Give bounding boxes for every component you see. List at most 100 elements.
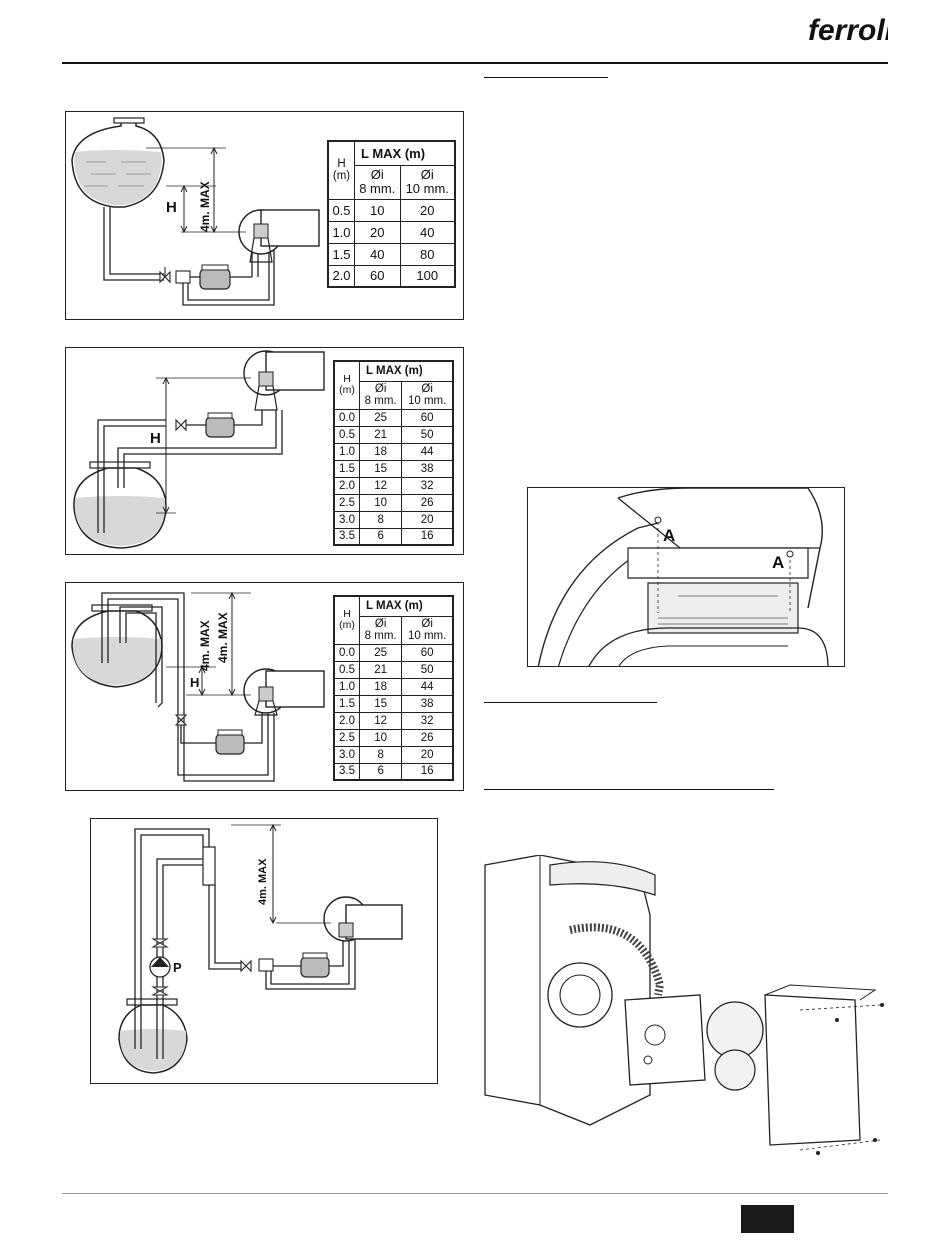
- control-panel-cover-drawing: A A: [537, 488, 829, 666]
- cell: 6: [358, 527, 403, 546]
- cell: 1.0: [327, 220, 355, 244]
- a-label-right: A: [772, 553, 784, 572]
- cell: 10: [358, 493, 403, 512]
- col-8mm-header: Øi 8 mm.: [354, 164, 401, 200]
- cell: 80: [399, 242, 456, 266]
- cell: 100: [399, 264, 456, 288]
- cell: 10: [358, 728, 403, 747]
- cell: 3.5: [333, 762, 360, 781]
- cell: 2.5: [333, 493, 360, 512]
- suction-lift-diagram: H: [73, 350, 325, 549]
- cell: 1.5: [333, 694, 360, 713]
- h-header: H (m): [333, 595, 360, 645]
- gravity-feed-diagram: 4m. MAX H: [71, 117, 320, 306]
- cell: 25: [358, 408, 403, 427]
- diagram-panel-4: P 4m. MAX: [90, 818, 438, 1084]
- cell: 20: [401, 510, 454, 529]
- cell: 2.5: [333, 728, 360, 747]
- cell: 50: [401, 425, 454, 444]
- cell: 18: [358, 442, 403, 461]
- section-heading-rule-2: [484, 702, 657, 703]
- header-rule: [62, 62, 888, 64]
- cell: 0.5: [327, 198, 355, 222]
- cell: 2.0: [327, 264, 355, 288]
- cell: 40: [399, 220, 456, 244]
- panel-cover-illustration: A A: [527, 487, 845, 667]
- lmax-header: L MAX (m): [359, 595, 454, 617]
- cell: 20: [401, 745, 454, 764]
- cell: 40: [354, 242, 401, 266]
- cell: 12: [358, 476, 403, 495]
- cell: 2.0: [333, 711, 360, 730]
- cell: 0.5: [333, 425, 360, 444]
- a-label-left: A: [663, 526, 675, 545]
- diagram-panel-1: 4m. MAX H H (m) L MAX (m) Øi 8 mm. Øi 10…: [65, 111, 464, 320]
- cell: 12: [358, 711, 403, 730]
- cell: 21: [358, 660, 403, 679]
- cell: 10: [354, 198, 401, 222]
- page-number-box: [741, 1205, 794, 1233]
- cell: 60: [354, 264, 401, 288]
- h-label-1: H: [166, 199, 177, 216]
- cell: 60: [401, 408, 454, 427]
- lmax-header: L MAX (m): [359, 360, 454, 382]
- cell: 1.0: [333, 442, 360, 461]
- max-4m-label-1: 4m. MAX: [198, 181, 212, 232]
- cell: 0.0: [333, 408, 360, 427]
- col-8mm-header: Øi 8 mm.: [358, 615, 403, 645]
- cell: 6: [358, 762, 403, 781]
- col-8mm-header: Øi 8 mm.: [358, 380, 403, 410]
- cell: 2.0: [333, 476, 360, 495]
- cell: 44: [401, 442, 454, 461]
- diagram-panel-2: H H (m) L MAX (m) Øi 8 mm. Øi 10 mm. 0.0…: [65, 347, 464, 555]
- h-label-3: H: [190, 675, 199, 690]
- cell: 60: [401, 643, 454, 662]
- burner-exploded-view: [484, 855, 884, 1155]
- max-4m-label-4: 4m. MAX: [257, 858, 269, 905]
- cell: 0.5: [333, 660, 360, 679]
- section-heading-rule-3: [484, 789, 774, 790]
- max-4m-label-3b: 4m. MAX: [198, 620, 212, 671]
- section-heading-rule-1: [484, 77, 608, 78]
- pump-feed-diagram: P 4m. MAX: [118, 823, 403, 1074]
- cell: 8: [358, 510, 403, 529]
- max-4m-label-3a: 4m. MAX: [216, 612, 230, 663]
- cell: 38: [401, 459, 454, 478]
- cell: 18: [358, 677, 403, 696]
- cell: 32: [401, 476, 454, 495]
- cell: 21: [358, 425, 403, 444]
- cell: 44: [401, 677, 454, 696]
- h-label-2: H: [150, 430, 161, 447]
- cell: 3.0: [333, 510, 360, 529]
- cell: 1.0: [333, 677, 360, 696]
- col-10mm-header: Øi 10 mm.: [401, 380, 454, 410]
- pump-p-label: P: [173, 960, 182, 975]
- diagram-panel-3: 4m. MAX 4m. MAX H H (m) L MAX (m) Øi 8 m…: [65, 582, 464, 791]
- cell: 0.0: [333, 643, 360, 662]
- logo-text: ferroli: [808, 14, 888, 47]
- cell: 32: [401, 711, 454, 730]
- h-header: H (m): [327, 140, 355, 200]
- cell: 15: [358, 694, 403, 713]
- lmax-header: L MAX (m): [354, 140, 456, 166]
- cell: 3.5: [333, 527, 360, 546]
- cell: 25: [358, 643, 403, 662]
